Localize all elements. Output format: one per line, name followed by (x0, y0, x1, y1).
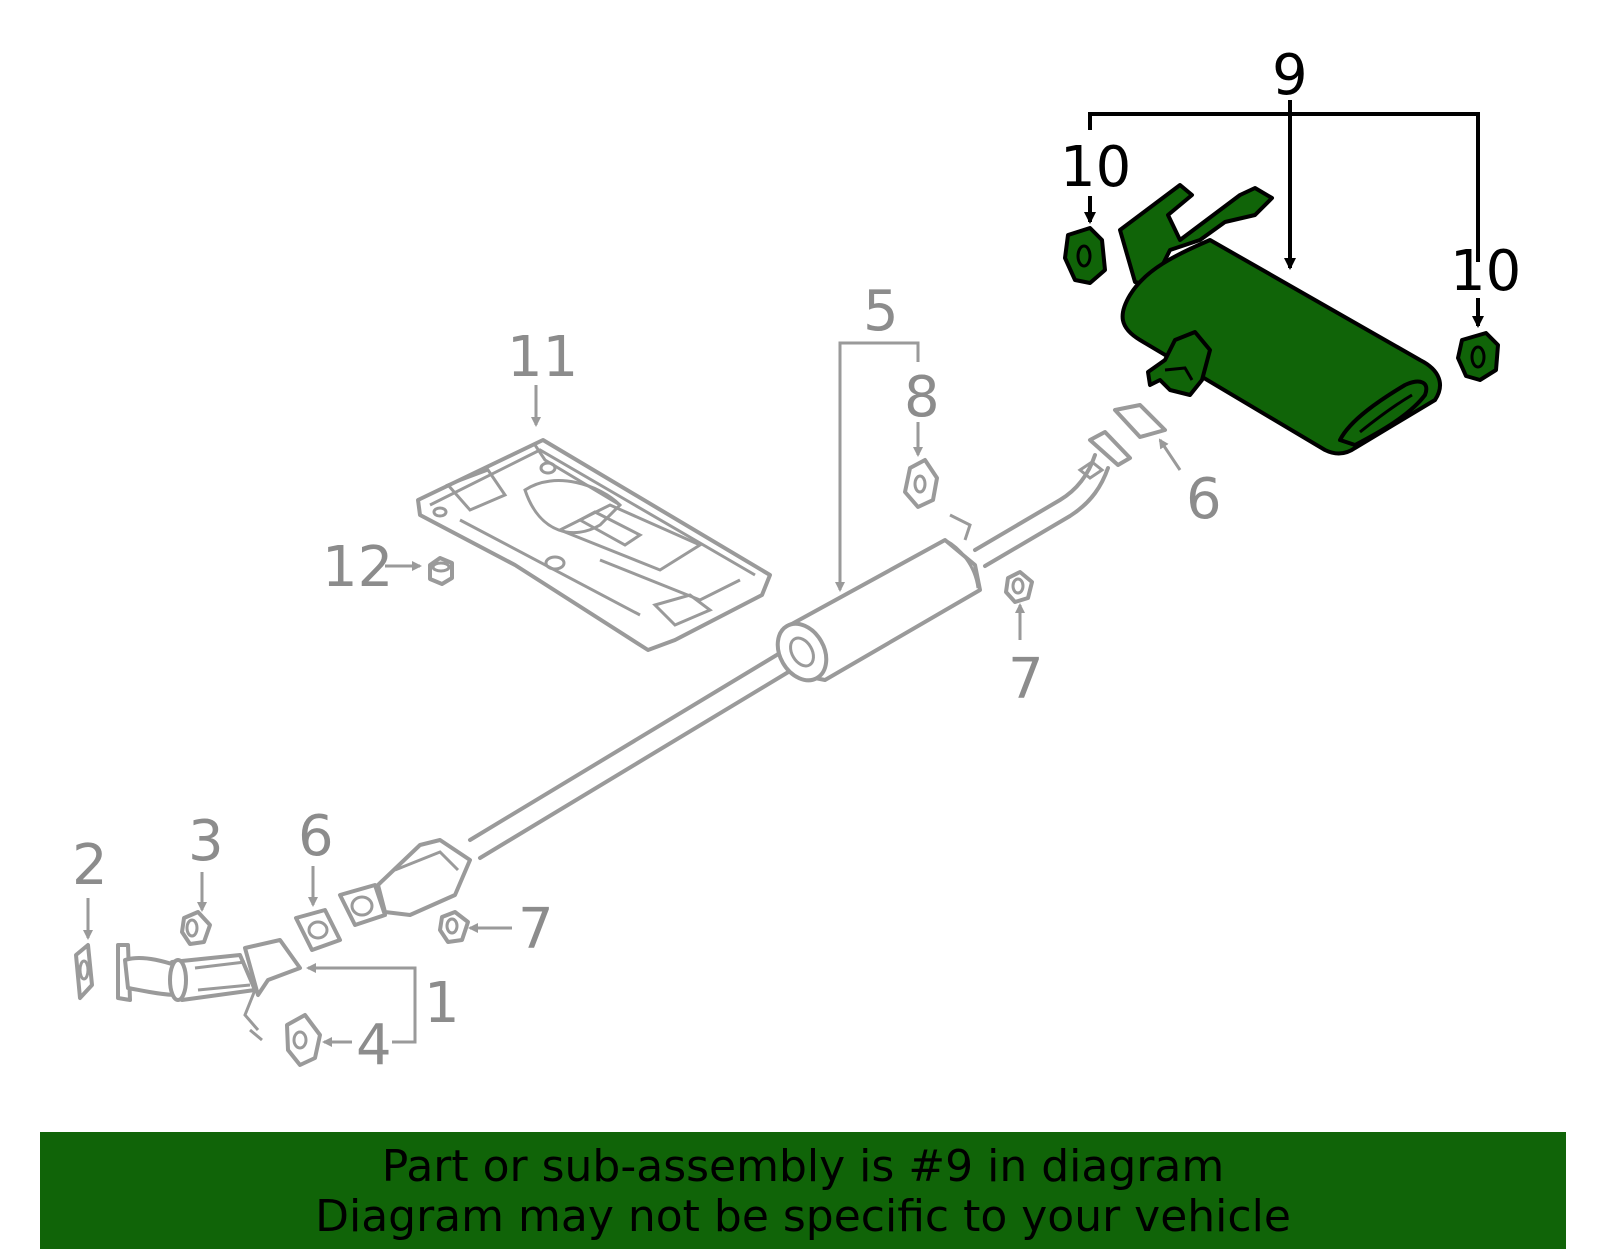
part-hanger-8 (903, 458, 939, 509)
callout-12: 12 (322, 535, 393, 600)
callout-10-left: 10 (1060, 135, 1131, 200)
callout-4: 4 (356, 1013, 392, 1078)
part-gasket-6-upper (1113, 403, 1167, 439)
leader-lines (83, 100, 1484, 1047)
callout-9: 9 (1272, 43, 1308, 108)
part-gasket-6-lower (294, 908, 342, 952)
callout-7-upper: 7 (1008, 647, 1044, 712)
part-hanger-4 (285, 1013, 322, 1067)
part-under-cover (416, 438, 772, 652)
callout-11: 11 (507, 325, 578, 390)
part-muffler-9-highlighted (1063, 183, 1500, 456)
info-banner: Part or sub-assembly is #9 in diagram Di… (40, 1132, 1566, 1249)
part-gasket-2 (74, 943, 94, 1000)
callout-6-lower: 6 (298, 804, 334, 869)
callout-5: 5 (863, 279, 899, 344)
callout-2: 2 (72, 833, 108, 898)
part-front-pipe-catalyst (116, 938, 302, 1042)
banner-part-line: Part or sub-assembly is #9 in diagram (381, 1141, 1225, 1192)
part-converter (338, 838, 472, 927)
callout-3: 3 (188, 809, 224, 874)
callout-7-lower: 7 (518, 897, 554, 962)
callout-10-right: 10 (1450, 239, 1521, 304)
part-nut-7-upper (1004, 570, 1034, 604)
callout-8: 8 (904, 365, 940, 430)
callout-1: 1 (424, 971, 460, 1036)
part-nut-12 (428, 556, 454, 586)
part-nut-7-lower (438, 910, 470, 944)
part-center-pipe-resonator (468, 430, 1132, 860)
callout-6-upper: 6 (1186, 467, 1222, 532)
part-nut-3 (180, 910, 212, 946)
banner-disclaimer-line: Diagram may not be specific to your vehi… (315, 1191, 1291, 1242)
